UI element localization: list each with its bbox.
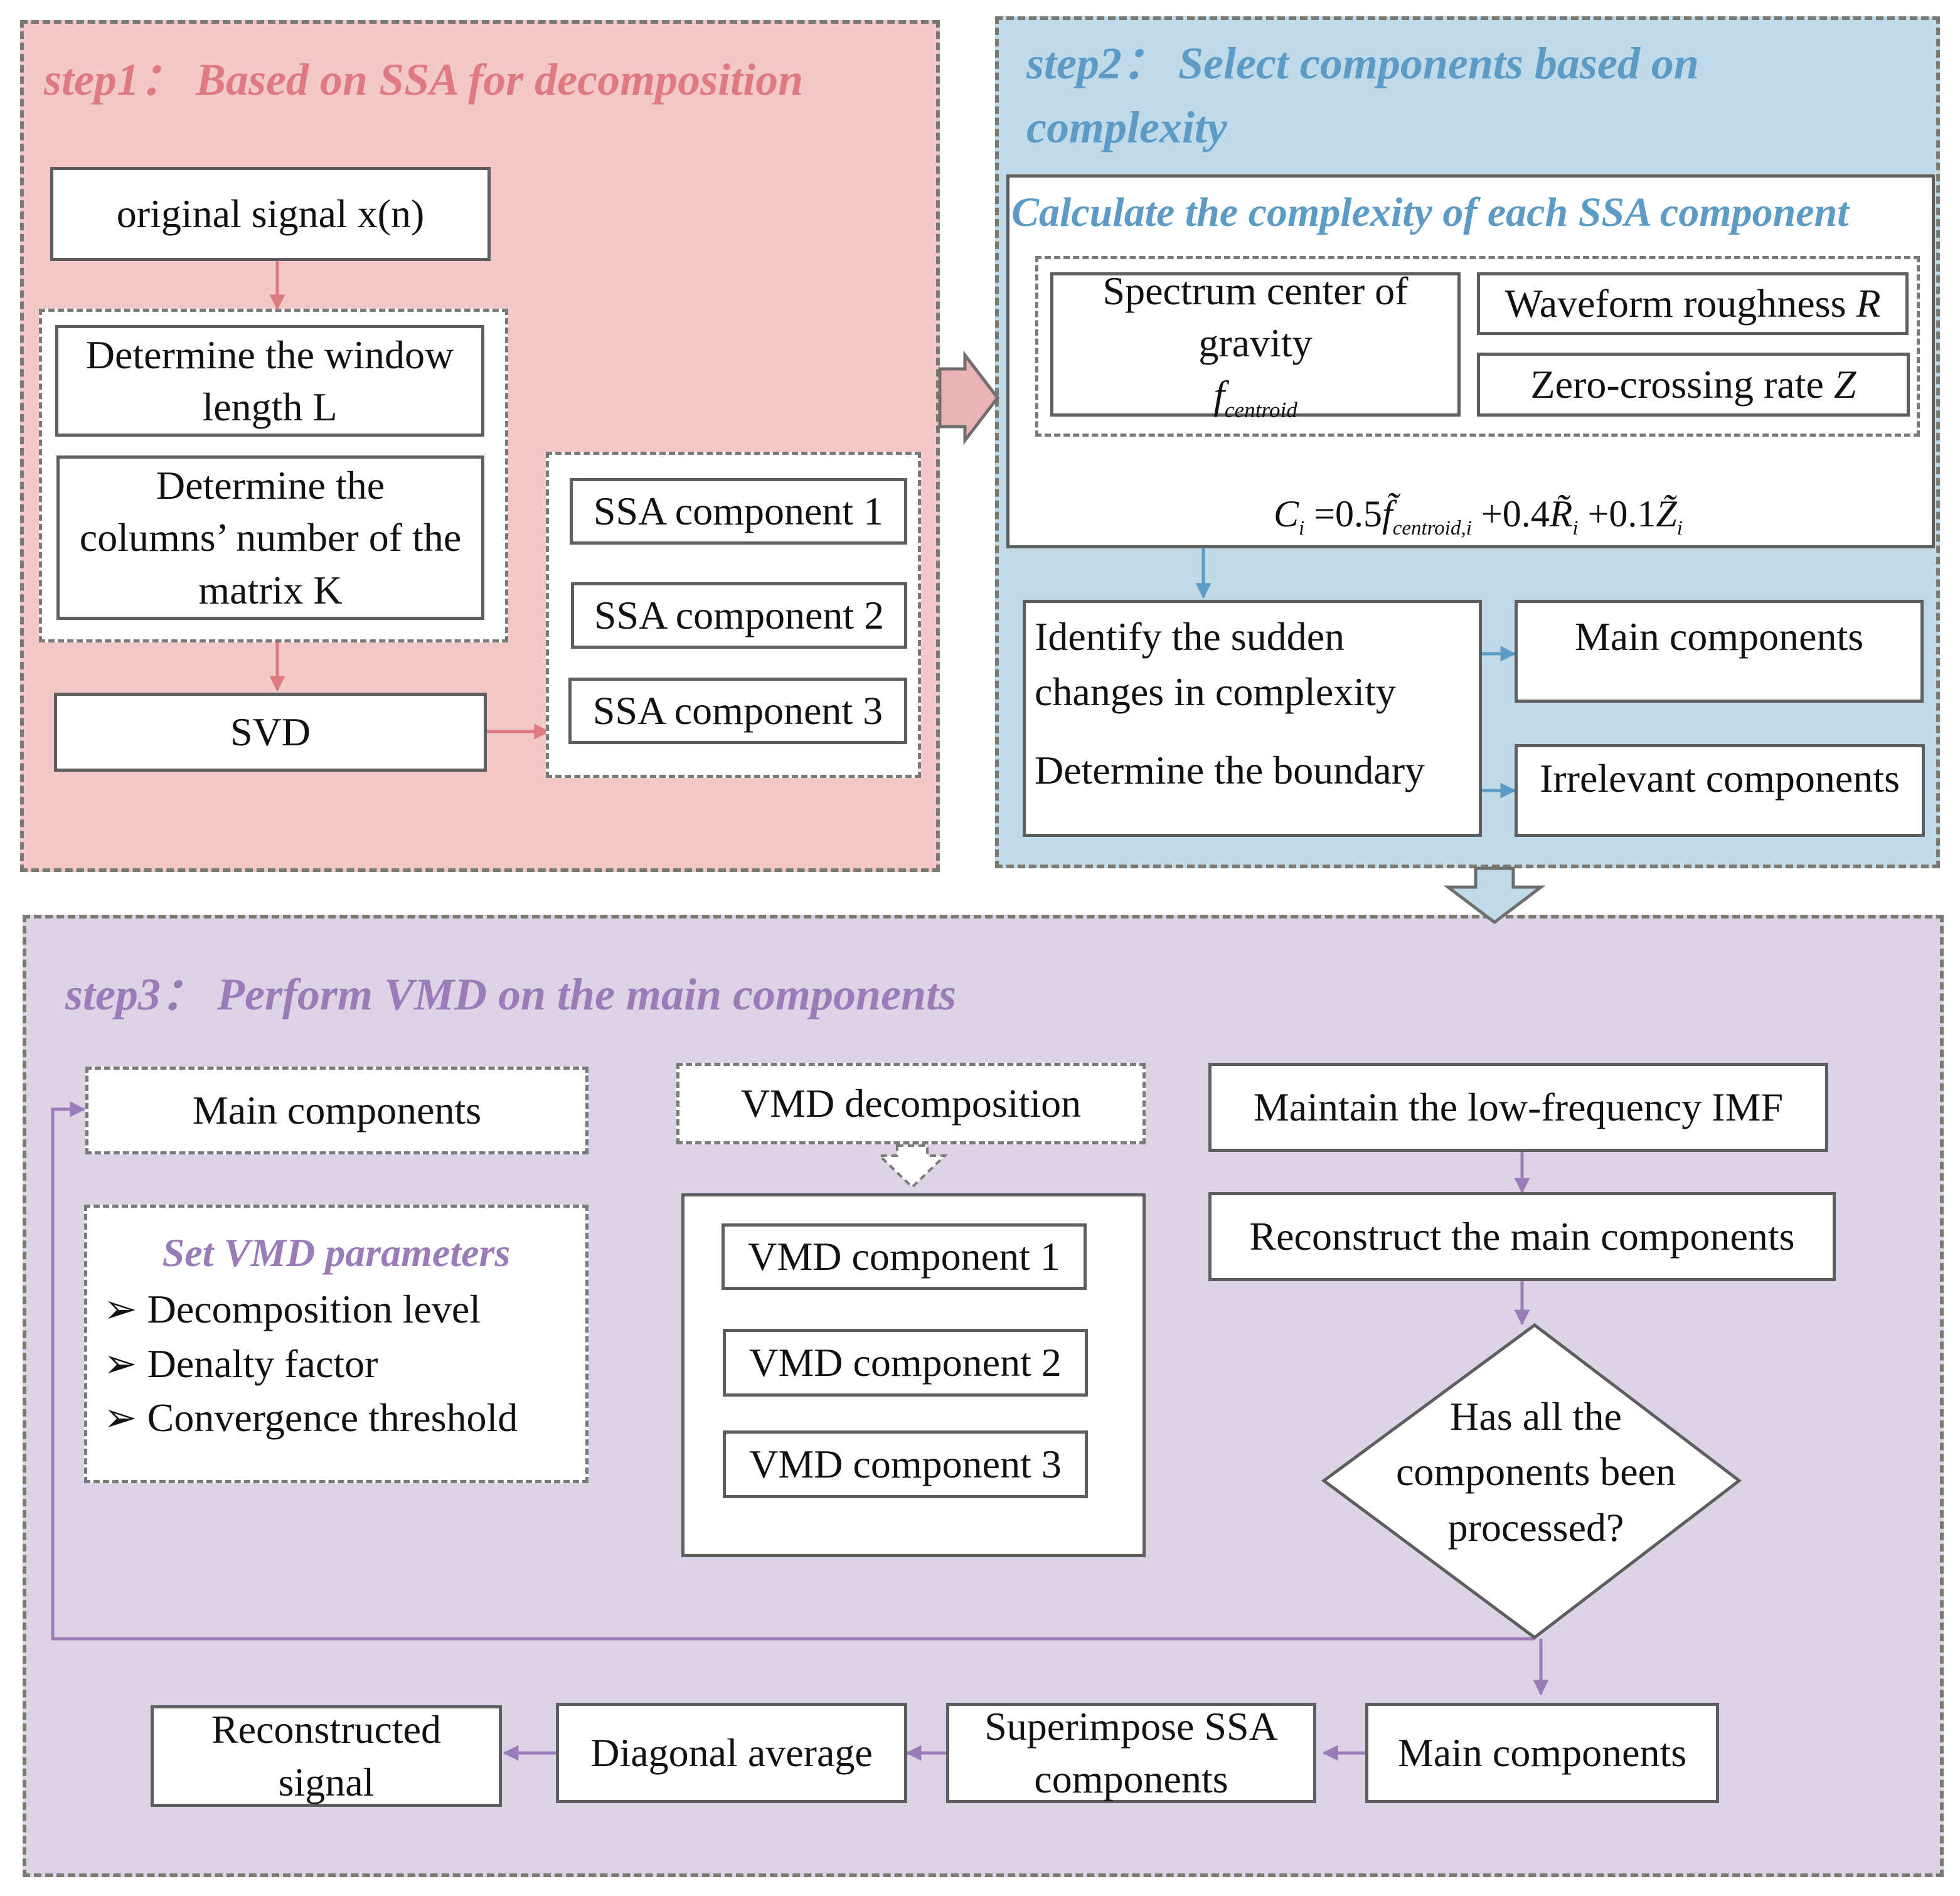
reconstruct-main-box: Reconstruct the main components <box>1208 1192 1836 1281</box>
complexity-calc-title: Calculate the complexity of each SSA com… <box>1011 189 1849 235</box>
waveform-label: Waveform roughness <box>1505 281 1846 326</box>
ssa-component-2: SSA component 2 <box>571 582 907 649</box>
vmd-params-box: Set VMD parameters ➢ Decomposition level… <box>84 1205 589 1483</box>
main-components-input-box: Main components <box>85 1067 589 1154</box>
identify-text: Identify the sudden changes in complexit… <box>1035 614 1396 715</box>
vmd-params-list: ➢ Decomposition level ➢ Denalty factor ➢… <box>104 1282 585 1445</box>
vmd-component-2: VMD component 2 <box>723 1329 1088 1397</box>
vmd-component-1: VMD component 1 <box>722 1223 1087 1290</box>
ssa-component-3: SSA component 3 <box>568 678 907 744</box>
spectrum-symbol: fcentroid <box>1213 372 1297 422</box>
step2-title: step2： Select components based on comple… <box>1026 38 1699 153</box>
waveform-symbol: R <box>1856 281 1881 326</box>
decision-diamond <box>1321 1323 1742 1640</box>
param-item: ➢ Decomposition level <box>104 1287 481 1332</box>
big-arrow-step2-to-step3 <box>1443 866 1546 925</box>
dashed-arrow-vmd <box>876 1144 948 1189</box>
features-group <box>1035 256 1920 437</box>
vmd-component-3: VMD component 3 <box>723 1430 1088 1498</box>
vmd-params-title: Set VMD parameters <box>162 1230 511 1275</box>
superimpose-box: Superimpose SSA components <box>946 1703 1316 1803</box>
identify-boundary-box: Identify the sudden changes in complexit… <box>1023 600 1482 837</box>
zero-symbol: Z <box>1833 362 1856 407</box>
complexity-formula: Ci =0.5f̃centroid,i +0.4R̃i +0.1Z̃i <box>1274 493 1683 540</box>
loop-back-line <box>51 1101 1535 1641</box>
window-length-box: Determine the window length L <box>55 325 484 437</box>
spectrum-centroid-box: Spectrum center of gravity fcentroid <box>1050 269 1461 422</box>
diagonal-average-box: Diagonal average <box>556 1703 907 1803</box>
spectrum-label: Spectrum center of gravity <box>1102 268 1409 365</box>
original-signal-box: original signal x(n) <box>50 167 491 261</box>
big-arrow-step1-to-step2 <box>938 350 1000 445</box>
param-item: ➢ Convergence threshold <box>104 1395 518 1440</box>
irrelevant-components-box: Irrelevant components <box>1515 744 1925 837</box>
svd-box: SVD <box>54 693 487 772</box>
param-item: ➢ Denalty factor <box>104 1341 378 1386</box>
maintain-imf-box: Maintain the low-frequency IMF <box>1208 1063 1828 1152</box>
main-components-output-box: Main components <box>1365 1703 1719 1803</box>
ssa-component-1: SSA component 1 <box>570 478 907 545</box>
zero-crossing-box: Zero-crossing rate Z <box>1477 353 1910 417</box>
reconstructed-signal-box: Reconstructed signal <box>151 1705 502 1807</box>
step3-title: step3： Perform VMD on the main component… <box>65 969 957 1020</box>
waveform-roughness-box: Waveform roughness R <box>1477 272 1909 335</box>
columns-number-box: Determine the columns’ number of the mat… <box>56 455 484 620</box>
zero-label: Zero-crossing rate <box>1530 362 1824 407</box>
vmd-decomposition-box: VMD decomposition <box>676 1063 1146 1144</box>
step1-title: step1： Based on SSA for decomposition <box>44 55 804 105</box>
decision-text: Has all the components been processed? <box>1395 1394 1676 1550</box>
boundary-text: Determine the boundary <box>1035 747 1425 792</box>
main-components-box: Main components <box>1515 600 1924 703</box>
